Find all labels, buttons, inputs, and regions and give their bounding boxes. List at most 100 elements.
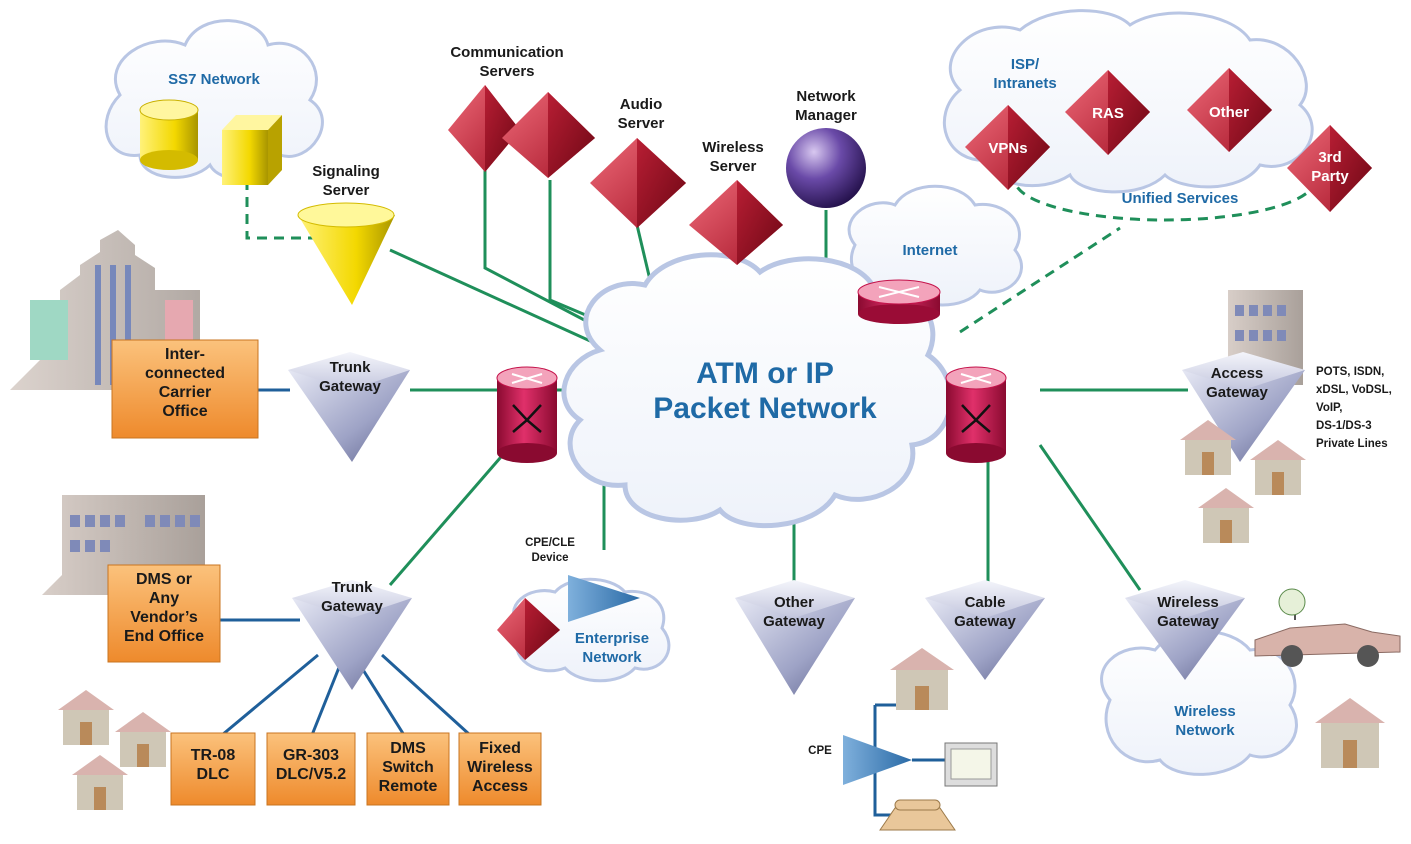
other-gateway-icon xyxy=(735,580,855,695)
network-manager-sphere-icon xyxy=(786,128,866,208)
tv-icon xyxy=(944,742,998,787)
wireless-gateway-label-1: Wireless xyxy=(1157,594,1219,611)
cpe-icon xyxy=(843,735,912,785)
wireless-cloud xyxy=(1100,629,1298,776)
trunk-gateway-2-label-1: Trunk xyxy=(332,579,373,596)
gr303-label-1: GR-303 xyxy=(283,747,339,764)
car-icon xyxy=(1254,588,1401,667)
wireless-gateway-label-2: Gateway xyxy=(1157,613,1219,630)
ss7-network-label: SS7 Network xyxy=(168,71,260,88)
wireless-server-label-1: Wireless xyxy=(702,139,764,156)
dms-remote-label-1: DMS xyxy=(390,740,426,757)
phone-icon xyxy=(879,799,956,831)
end-office-label-2: Any xyxy=(149,590,179,607)
other-service-label: Other xyxy=(1209,104,1249,121)
wireless-server-label-2: Server xyxy=(710,158,757,175)
link-trunk-gateway-2 xyxy=(388,449,509,586)
signaling-server-label-2: Server xyxy=(323,182,370,199)
cpe-cle-label-1: CPE/CLE xyxy=(525,537,575,549)
access-gateway-label-1: Access xyxy=(1211,365,1264,382)
left-switch-router-icon xyxy=(496,366,558,463)
link-dms-remote xyxy=(358,664,406,736)
other-gateway-label-2: Gateway xyxy=(763,613,825,630)
gr303-box: GR-303 DLC/V5.2 xyxy=(266,732,356,806)
wireless-network-label-1: Wireless xyxy=(1174,703,1236,720)
access-gateway-label-2: Gateway xyxy=(1206,384,1268,401)
ss7-database-icon xyxy=(139,99,199,170)
audio-server-label-1: Audio xyxy=(620,96,663,113)
house-cable-icon xyxy=(890,648,954,710)
enterprise-label-1: Enterprise xyxy=(575,630,649,647)
trunk-gateway-1-label-1: Trunk xyxy=(330,359,371,376)
right-switch-router-icon xyxy=(945,366,1007,463)
network-manager-label-2: Manager xyxy=(795,107,857,124)
link-wireless-gateway xyxy=(1038,444,1142,591)
fixed-wireless-label-3: Access xyxy=(472,778,528,795)
signaling-server-label-1: Signaling xyxy=(312,163,380,180)
tr08-label-1: TR-08 xyxy=(191,747,236,764)
third-party-service-icon xyxy=(1287,125,1372,212)
other-service-icon xyxy=(1187,68,1272,152)
trunk-gateway-2-label-2: Gateway xyxy=(321,598,383,615)
enterprise-cloud xyxy=(512,577,671,683)
isp-label-1: ISP/ xyxy=(1011,56,1040,73)
cpe-label: CPE xyxy=(808,745,832,757)
gr303-label-2: DLC/V5.2 xyxy=(276,766,346,783)
access-service-3: VoIP, xyxy=(1316,402,1342,414)
enterprise-label-2: Network xyxy=(582,649,642,666)
carrier-office-label-2: connected xyxy=(145,365,225,382)
ss7-cube-icon xyxy=(222,115,282,185)
trunk-gateway-1-icon xyxy=(288,352,410,462)
house-wireless-icon xyxy=(1315,698,1385,768)
dashed-ss7-signaling xyxy=(245,180,320,240)
access-service-2: xDSL, VoDSL, xyxy=(1316,384,1392,396)
fixed-wireless-label-1: Fixed xyxy=(479,740,521,757)
tr08-label-2: DLC xyxy=(197,766,230,783)
communication-server-icon-1 xyxy=(448,85,520,172)
wireless-server-icon xyxy=(689,180,783,265)
trunk-gateway-1-label-2: Gateway xyxy=(319,378,381,395)
link-cpe-phone xyxy=(873,705,895,817)
wireless-network-label-2: Network xyxy=(1175,722,1235,739)
link-tr08 xyxy=(221,653,319,737)
access-service-4: DS-1/DS-3 xyxy=(1316,420,1372,432)
communication-servers-label-1: Communication xyxy=(450,44,563,61)
link-gr303 xyxy=(310,664,342,736)
carrier-office-box: Inter- connected Carrier Office xyxy=(111,339,259,439)
carrier-office-label-4: Office xyxy=(162,403,207,420)
communication-servers-label-2: Servers xyxy=(479,63,534,80)
ras-label: RAS xyxy=(1092,105,1124,122)
cable-gateway-label-1: Cable xyxy=(965,594,1006,611)
carrier-office-label-3: Carrier xyxy=(159,384,211,401)
third-party-label-1: 3rd xyxy=(1318,149,1341,166)
dms-switch-remote-box: DMS Switch Remote xyxy=(366,732,450,806)
end-office-label-1: DMS or xyxy=(136,571,192,588)
core-network-line2: Packet Network xyxy=(653,392,877,425)
audio-server-icon xyxy=(590,138,686,228)
end-office-label-3: Vendor’s xyxy=(130,609,198,626)
enterprise-server-icon xyxy=(497,598,560,660)
ss7-cloud xyxy=(104,19,324,181)
vpns-label: VPNs xyxy=(988,140,1027,157)
tr08-dlc-box: TR-08 DLC xyxy=(170,732,256,806)
communication-server-icon-2 xyxy=(502,92,595,178)
fixed-wireless-access-box: Fixed Wireless Access xyxy=(458,732,542,806)
link-signaling-server xyxy=(389,248,611,352)
dms-remote-label-3: Remote xyxy=(379,778,438,795)
isp-label-2: Intranets xyxy=(993,75,1056,92)
access-houses-icon xyxy=(1180,420,1306,543)
vpns-service-icon xyxy=(965,105,1050,190)
wireless-gateway-icon xyxy=(1125,580,1245,680)
other-gateway-label-1: Other xyxy=(774,594,814,611)
core-cloud xyxy=(561,252,954,529)
dashed-unified-services xyxy=(959,226,1121,334)
cpe-cle-label-2: Device xyxy=(531,552,568,564)
audio-server-label-2: Server xyxy=(618,115,665,132)
access-services-list: POTS, ISDN, xDSL, VoDSL, VoIP, DS-1/DS-3… xyxy=(1316,366,1392,450)
third-party-label-2: Party xyxy=(1311,168,1349,185)
cpe-cle-device-icon xyxy=(568,575,640,622)
signaling-server-cone-icon xyxy=(297,202,395,305)
network-manager-label-1: Network xyxy=(796,88,856,105)
